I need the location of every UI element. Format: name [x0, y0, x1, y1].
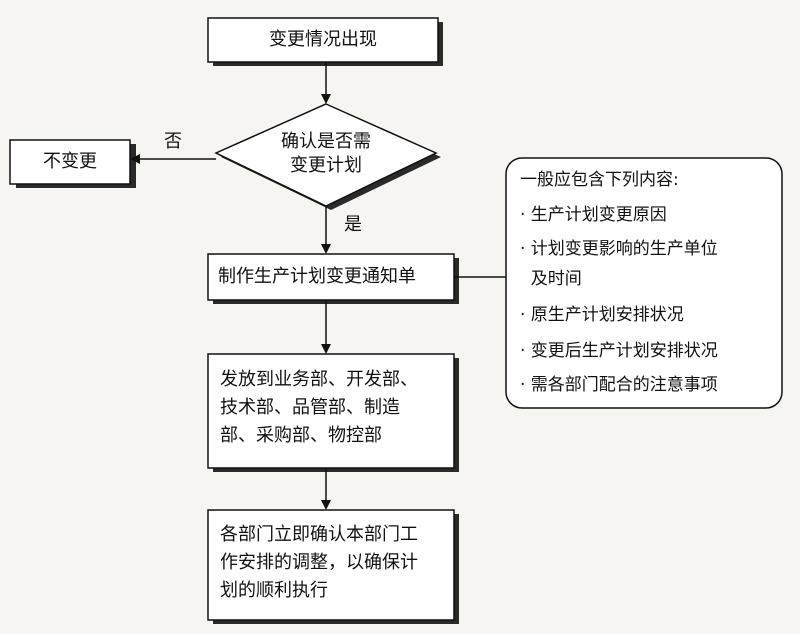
distribute-label: 发放到业务部、开发部、 技术部、品管部、制造 部、采购部、物控部: [220, 369, 418, 446]
note-item: · 需各部门配合的注意事项: [520, 375, 718, 395]
note-item: · 生产计划变更原因: [520, 205, 667, 225]
note-item: · 计划变更影响的生产单位: [520, 239, 718, 259]
decision-label: 确认是否需 变更计划: [281, 131, 371, 176]
no-change-label: 不变更: [43, 151, 97, 172]
note-item: · 原生产计划安排状况: [520, 305, 684, 325]
start-box: [207, 17, 439, 63]
edge-label-yes: 是: [344, 214, 362, 235]
edge-label-no: 否: [164, 131, 182, 152]
note-title: 一般应包含下列内容:: [520, 170, 679, 190]
confirm-label: 各部门立即确认本部门工 作安排的调整，以确保计 划的顺利执行: [220, 524, 418, 601]
note-box: [505, 157, 783, 409]
confirm-box: [207, 509, 455, 621]
note-item: 及时间: [520, 269, 582, 289]
distribute-box: [207, 353, 455, 469]
notice-label: 制作生产计划变更通知单: [218, 266, 416, 287]
no-change-box: [9, 139, 131, 185]
start-label: 变更情况出现: [269, 29, 377, 50]
note-item: · 变更后生产计划安排状况: [520, 341, 718, 361]
